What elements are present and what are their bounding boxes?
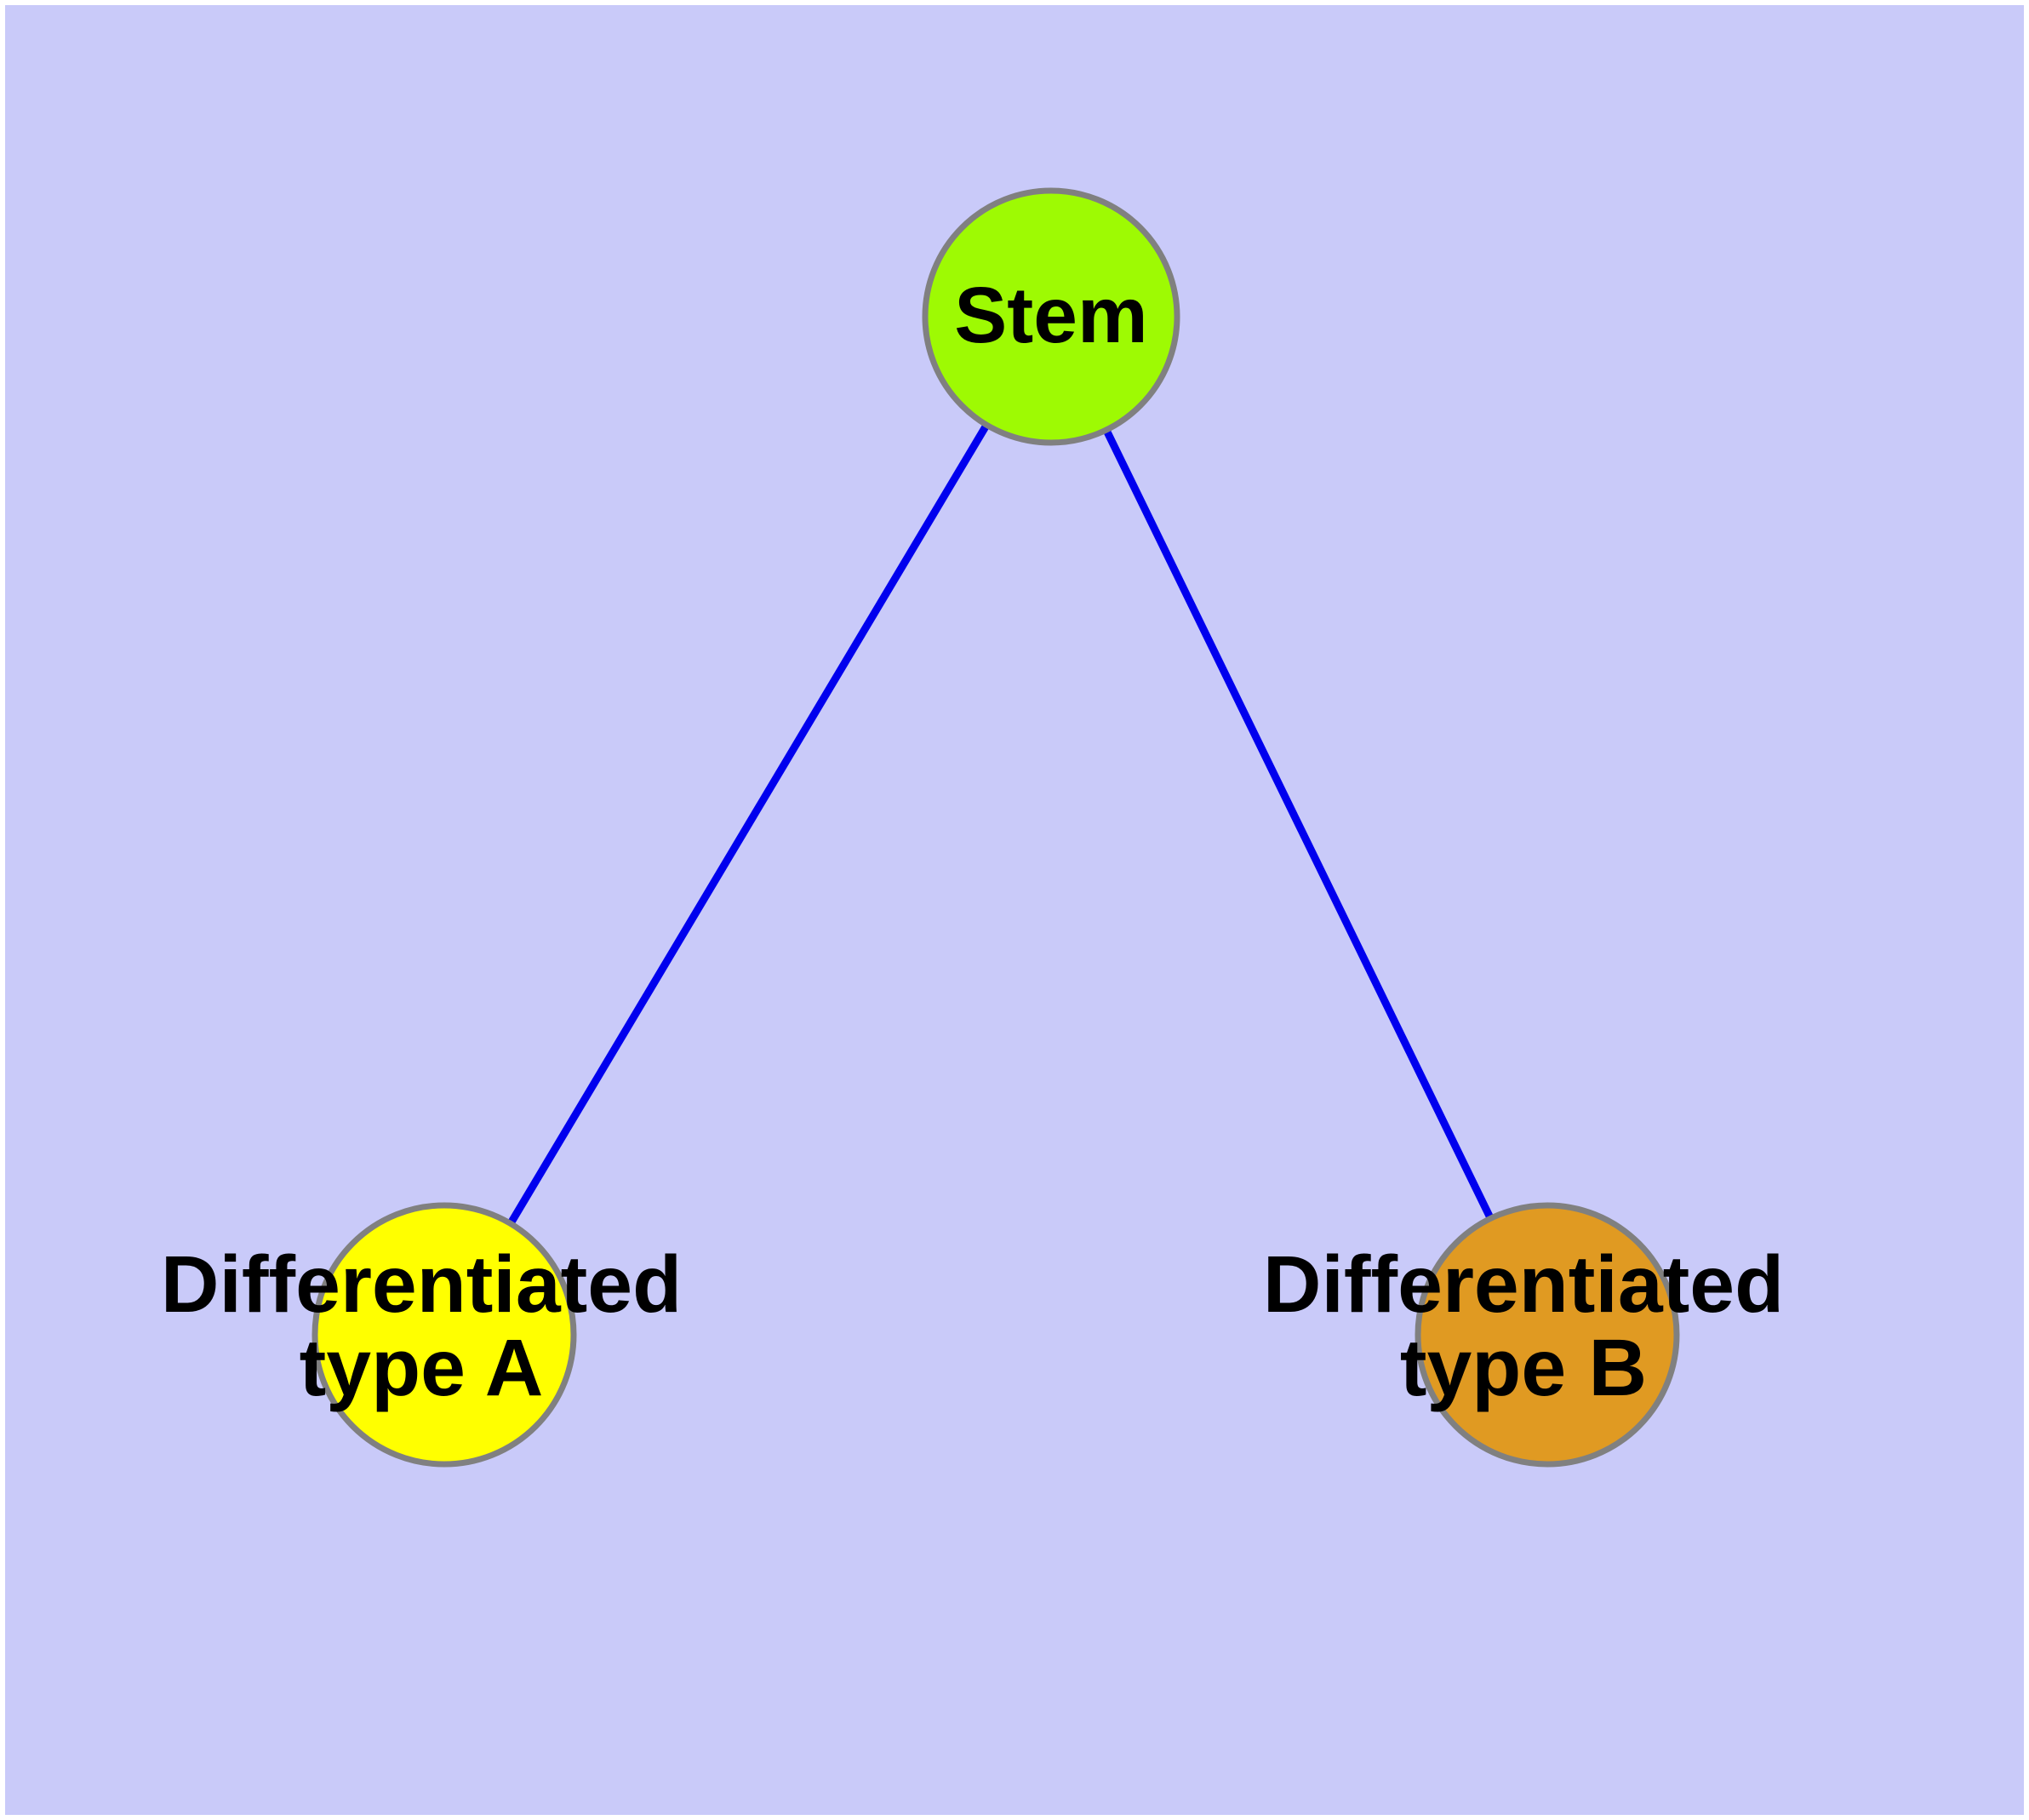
node-label-stem: Stem: [954, 271, 1147, 359]
node-label-line: type A: [300, 1323, 544, 1413]
node-circle-diff-b[interactable]: [1415, 1202, 1680, 1468]
node-label-line: Differentiated: [161, 1239, 682, 1330]
edge-stem-diff-a[interactable]: [441, 314, 1055, 1337]
edge-stem-diff-b[interactable]: [1047, 315, 1552, 1336]
node-stem[interactable]: Stem: [922, 187, 1180, 446]
node-circle-diff-a[interactable]: [311, 1202, 577, 1468]
edges-layer: [441, 314, 1552, 1337]
node-label-line: type B: [1400, 1323, 1647, 1413]
node-label-line: Differentiated: [1263, 1239, 1784, 1330]
node-circle-stem[interactable]: [922, 187, 1180, 446]
node-label-line: Stem: [954, 271, 1147, 359]
